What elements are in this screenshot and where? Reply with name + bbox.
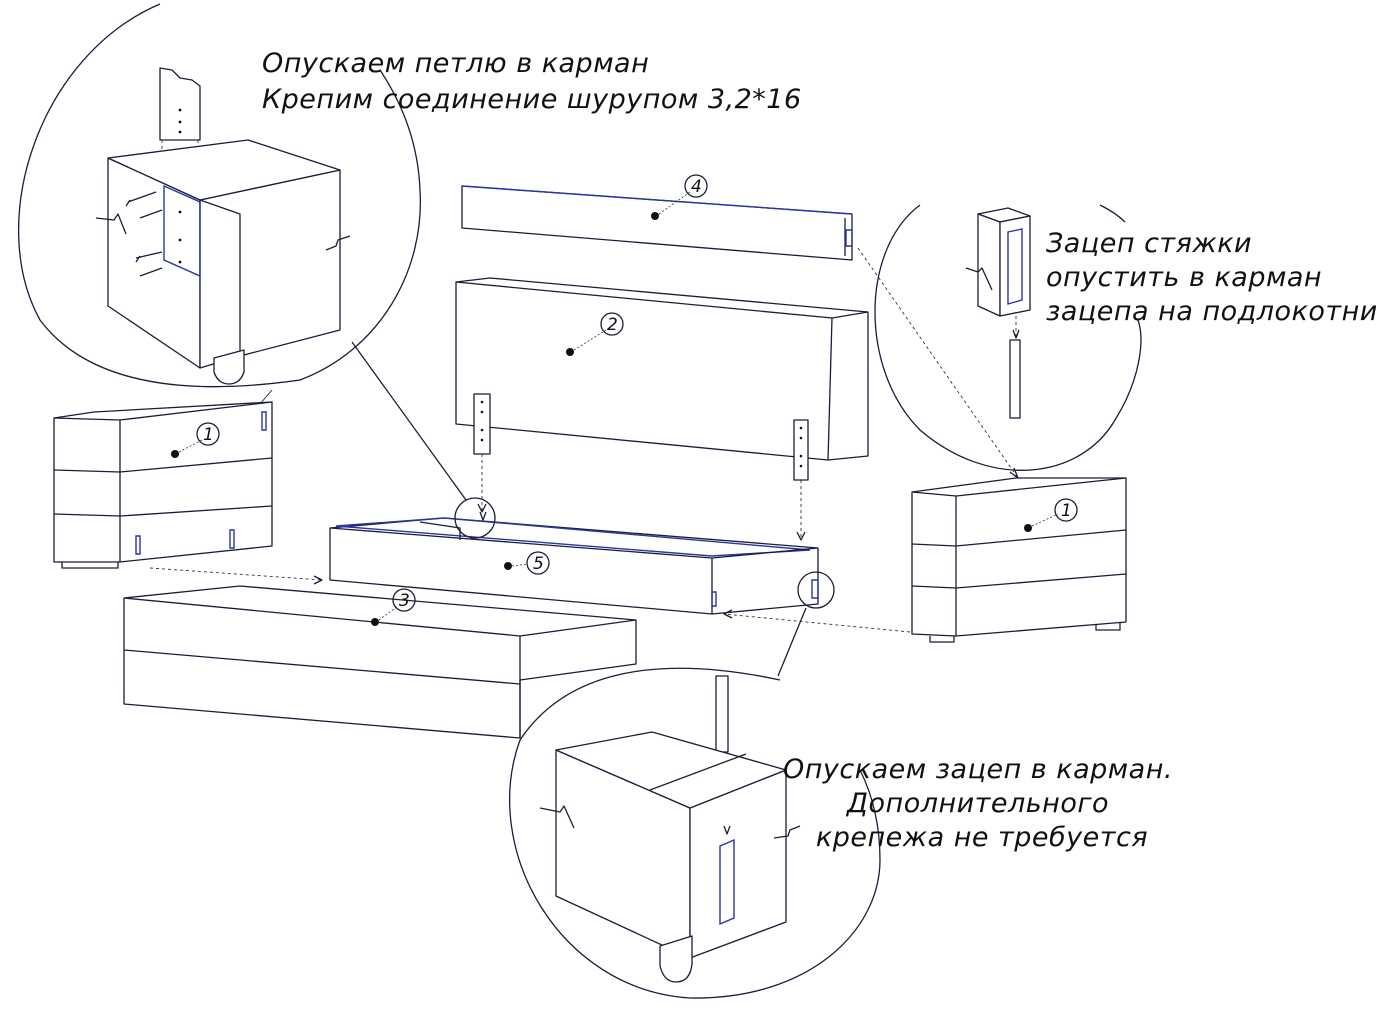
part-3-seat — [123, 585, 637, 739]
note-bottom-right-line-2: Дополнительного — [846, 788, 1109, 819]
part-number-2: 2 — [607, 315, 618, 335]
part-5-base-frame — [329, 497, 835, 615]
part-1-armrest-left — [53, 401, 273, 569]
note-top-left-line-2: Крепим соединение шурупом 3,2*16 — [262, 84, 802, 115]
part-4-back-cushion — [461, 174, 853, 261]
note-top-right-line-2: опустить в карман — [1046, 262, 1322, 293]
note-top-right-line-1: Зацеп стяжки — [1046, 228, 1252, 259]
detail-circle-loop — [18, 3, 422, 388]
connector-lines — [149, 247, 1019, 677]
detail-circle-hook — [874, 204, 1142, 471]
part-1-armrest-right — [911, 477, 1127, 643]
part-2-backrest — [455, 277, 869, 540]
part-number-5: 5 — [533, 554, 544, 574]
note-bottom-right-line-3: крепежа не требуется — [816, 822, 1148, 853]
part-number-1-left: 1 — [203, 425, 214, 445]
part-number-1-right: 1 — [1061, 501, 1072, 521]
detail-circle-pocket — [509, 667, 881, 999]
note-bottom-right-line-1: Опускаем зацеп в карман. — [783, 754, 1173, 785]
part-number-3: 3 — [399, 591, 410, 611]
note-top-right-line-3: зацепа на подлокотнике — [1046, 296, 1376, 327]
part-number-4: 4 — [691, 177, 702, 197]
note-top-left-line-1: Опускаем петлю в карман — [262, 48, 649, 79]
